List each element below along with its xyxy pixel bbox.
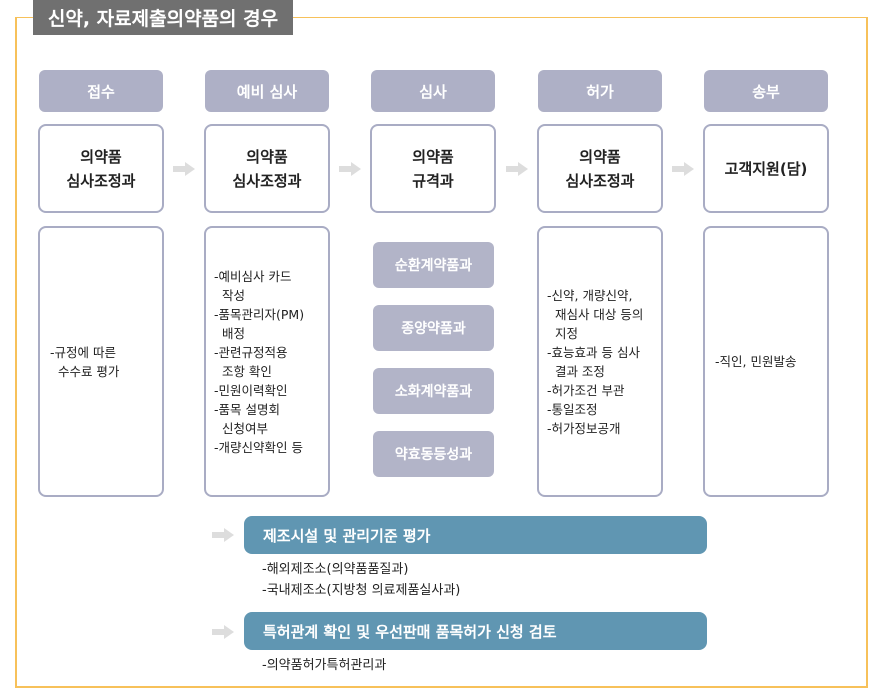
stage-header-reception: 접수 bbox=[39, 70, 163, 112]
arrow-right-icon bbox=[506, 162, 528, 176]
review-item: -의약품허가특허관리과 bbox=[262, 658, 387, 673]
diagram-frame bbox=[15, 17, 868, 688]
detail-line: -민원이력확인 bbox=[214, 382, 288, 398]
review-item: -국내제조소(지방청 의료제품실사과) bbox=[262, 583, 461, 598]
detail-line: -허가조건 부관 bbox=[547, 382, 625, 398]
division-pill: 약효동등성과 bbox=[373, 431, 494, 477]
stage-header-preliminary: 예비 심사 bbox=[205, 70, 329, 112]
division-pill: 종양약품과 bbox=[373, 305, 494, 351]
detail-line: 결과 조정 bbox=[547, 363, 605, 379]
detail-box: -신약, 개량신약, 재심사 대상 등의 지정 -효능효과 등 심사 결과 조정… bbox=[537, 226, 663, 497]
dept-line: 의약품 bbox=[246, 147, 288, 166]
diagram-title: 신약, 자료제출의약품의 경우 bbox=[33, 0, 293, 35]
dept-line: 심사조정과 bbox=[232, 171, 302, 190]
detail-line: 배정 bbox=[214, 325, 245, 341]
detail-line: -효능효과 등 심사 bbox=[547, 344, 640, 360]
arrow-right-icon bbox=[173, 162, 195, 176]
dept-line: 의약품 bbox=[80, 147, 122, 166]
review-bar: 특허관계 확인 및 우선판매 품목허가 신청 검토 bbox=[244, 612, 707, 650]
stage-header-approval: 허가 bbox=[538, 70, 662, 112]
detail-line: -관련규정적용 bbox=[214, 344, 288, 360]
dept-line: 심사조정과 bbox=[565, 171, 635, 190]
arrow-right-icon bbox=[672, 162, 694, 176]
detail-line: -품목관리자(PM) bbox=[214, 306, 305, 322]
detail-line: 지정 bbox=[547, 325, 578, 341]
detail-line: -허가정보공개 bbox=[547, 420, 621, 436]
dept-line: 고객지원(담) bbox=[724, 159, 808, 178]
dept-line: 심사조정과 bbox=[66, 171, 136, 190]
dept-box: 고객지원(담) bbox=[703, 124, 829, 213]
arrow-right-icon bbox=[339, 162, 361, 176]
detail-box: -직인, 민원발송 bbox=[703, 226, 829, 497]
detail-line: -직인, 민원발송 bbox=[715, 354, 797, 369]
detail-line: 수수료 평가 bbox=[50, 363, 120, 379]
detail-box: -예비심사 카드 작성 -품목관리자(PM) 배정 -관련규정적용 조항 확인 … bbox=[204, 226, 330, 497]
dept-line: 규격과 bbox=[412, 171, 454, 190]
review-item: -해외제조소(의약품품질과) bbox=[262, 562, 409, 577]
arrow-right-icon bbox=[212, 528, 234, 542]
detail-line: -예비심사 카드 bbox=[214, 268, 292, 284]
detail-line: -통일조정 bbox=[547, 401, 598, 417]
division-pill: 소화계약품과 bbox=[373, 368, 494, 414]
stage-header-review: 심사 bbox=[371, 70, 495, 112]
detail-line: 조항 확인 bbox=[214, 363, 272, 379]
detail-line: 재심사 대상 등의 bbox=[547, 306, 644, 322]
dept-line: 의약품 bbox=[412, 147, 454, 166]
division-pill: 순환계약품과 bbox=[373, 242, 494, 288]
dept-line: 의약품 bbox=[579, 147, 621, 166]
stage-header-dispatch: 송부 bbox=[704, 70, 828, 112]
detail-box: -규정에 따른 수수료 평가 bbox=[38, 226, 164, 497]
review-bar: 제조시설 및 관리기준 평가 bbox=[244, 516, 707, 554]
detail-line: -규정에 따른 bbox=[50, 344, 116, 360]
detail-line: -개량신약확인 등 bbox=[214, 439, 303, 455]
arrow-right-icon bbox=[212, 625, 234, 639]
detail-line: -품목 설명회 bbox=[214, 401, 280, 417]
detail-line: 작성 bbox=[214, 287, 245, 303]
detail-line: 신청여부 bbox=[214, 420, 268, 436]
detail-line: -신약, 개량신약, bbox=[547, 287, 633, 303]
